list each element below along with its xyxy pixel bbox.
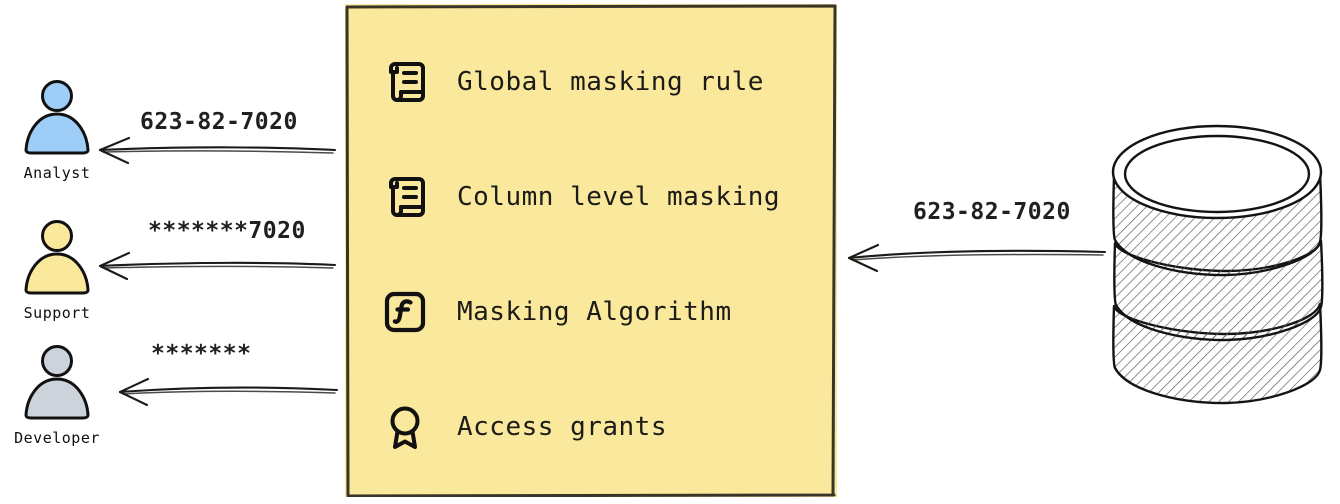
policy-item-access-grants[interactable]: Access grants [379, 395, 837, 459]
policy-item-label: Masking Algorithm [457, 297, 732, 327]
flow-label-analyst: 623-82-7020 [140, 109, 298, 135]
actor-developer[interactable]: Developer [2, 343, 112, 447]
scroll-icon [379, 54, 431, 110]
policy-item-column-level-masking[interactable]: Column level masking [379, 165, 837, 229]
flow-label-support: *******7020 [148, 218, 306, 244]
actor-analyst[interactable]: Analyst [2, 78, 112, 182]
person-icon [24, 345, 90, 420]
actor-label: Analyst [23, 164, 91, 182]
actor-label: Support [23, 304, 91, 322]
database-cylinder-icon [1111, 124, 1324, 405]
policy-panel: Global masking rule Column level mas [345, 4, 837, 497]
person-icon [24, 80, 90, 155]
policy-item-global-masking-rule[interactable]: Global masking rule [379, 50, 837, 114]
arrow-db-to-panel [847, 243, 1107, 273]
flow-label-developer: ******* [151, 341, 252, 367]
award-ribbon-icon [379, 399, 431, 455]
policy-item-label: Column level masking [457, 182, 781, 212]
arrow-to-analyst [98, 136, 337, 165]
actor-label: Developer [14, 429, 100, 447]
flow-label-database: 623-82-7020 [913, 199, 1071, 225]
policy-item-label: Access grants [457, 412, 667, 442]
scroll-icon [379, 169, 431, 225]
function-icon [379, 284, 431, 340]
policy-item-label: Global masking rule [457, 67, 764, 97]
policy-item-list: Global masking rule Column level mas [345, 4, 837, 459]
policy-item-masking-algorithm[interactable]: Masking Algorithm [379, 280, 837, 344]
actor-support[interactable]: Support [2, 218, 112, 322]
arrow-to-developer [118, 377, 339, 407]
person-icon [24, 220, 90, 295]
arrow-to-support [98, 251, 337, 281]
